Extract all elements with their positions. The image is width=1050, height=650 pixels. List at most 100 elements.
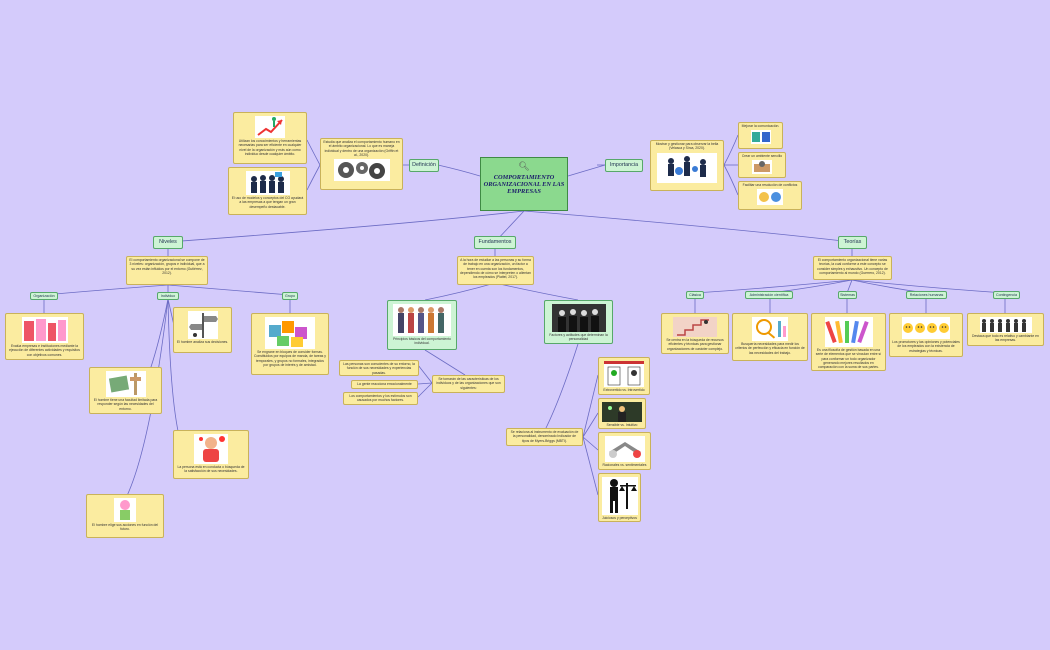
topic-teorias[interactable]: Teorías xyxy=(838,236,867,249)
definicion-note1-text: Utilizan los conocimientos y herramienta… xyxy=(238,139,302,156)
fundamentos-text: A la hora de estudiar a las personas y s… xyxy=(460,258,531,279)
principios-card[interactable]: Principios básicos del comportamiento in… xyxy=(387,300,457,350)
workplace-icon xyxy=(752,160,772,175)
topic-definicion[interactable]: Definición xyxy=(409,159,439,172)
teoria-contingencia-note[interactable]: Destaca que todo es relativo y cambiante… xyxy=(967,313,1044,346)
organizacion-text: Evalúa empresas e instituciones mediante… xyxy=(9,344,80,357)
magnifier-icon: 🔍︎ xyxy=(518,161,530,171)
fundamentos-note[interactable]: A la hora de estudiar a las personas y s… xyxy=(457,256,534,285)
teorias-text: El comportamiento organizacional tiene v… xyxy=(817,258,888,275)
definicion-note-2[interactable]: El uso de modelos y conceptos del CO ayu… xyxy=(228,167,307,215)
main-topic-title: COMPORTAMIENTO ORGANIZACIONAL EN LAS EMP… xyxy=(483,174,565,196)
factores-item-4[interactable]: Juiciosos y perceptivos xyxy=(598,473,641,522)
factores-card[interactable]: Factores y actitudes que determinan la p… xyxy=(544,300,613,344)
individuo-item-2[interactable]: El hombre tiene una facultad limitada pa… xyxy=(89,367,162,414)
definicion-note2-text: El uso de modelos y conceptos del CO ayu… xyxy=(231,196,304,209)
teoria-clasica-note[interactable]: Se centra en la búsqueda de recursos efi… xyxy=(661,313,729,354)
principios-note[interactable]: Se tomarán de las características de los… xyxy=(432,375,505,393)
individuo-item-1-text: El hombre analiza sus decisiones. xyxy=(176,340,229,344)
principios-text: Se tomarán de las características de los… xyxy=(436,377,501,390)
individuo-item-2-text: El hombre tiene una facultad limitada pa… xyxy=(93,398,158,411)
team-illustration xyxy=(245,171,290,195)
gears-illustration xyxy=(333,159,390,181)
factores-item-3-text: Racionales vs. sentimentales xyxy=(602,463,647,467)
definicion-note-1[interactable]: Utilizan los conocimientos y herramienta… xyxy=(233,112,307,164)
reason-emotion-illustration xyxy=(604,436,645,462)
factores-item-4-text: Juiciosos y perceptivos xyxy=(602,516,637,520)
teoria-clasica-text: Se centra en la búsqueda de recursos efi… xyxy=(666,338,724,351)
people-illustration xyxy=(393,304,451,336)
factores-item-1[interactable]: Extrovertido vs. Introvertido xyxy=(598,357,650,395)
factores-item-1-text: Extrovertido vs. Introvertido xyxy=(603,388,645,392)
individuo-item-4[interactable]: El hombre elige sus acciones en función … xyxy=(86,494,164,538)
importancia-item-2[interactable]: Crear un ambiente sencillo xyxy=(738,152,786,178)
topic-niveles[interactable]: Niveles xyxy=(153,236,183,249)
principios-item-2[interactable]: La gente reacciona emocionalmente xyxy=(351,380,418,389)
teoria-contingencia-text: Destaca que todo es relativo y cambiante… xyxy=(972,334,1039,343)
main-topic[interactable]: 🔍︎ COMPORTAMIENTO ORGANIZACIONAL EN LAS … xyxy=(480,157,568,211)
factores-caption: Factores y actitudes que determinan la p… xyxy=(549,333,608,342)
meeting-illustration xyxy=(657,152,717,183)
intuition-illustration xyxy=(602,402,642,422)
principios-item-3[interactable]: Los comportamientos y los estímulos son … xyxy=(343,392,418,405)
importancia-item-1[interactable]: Mejorar la comunicación. xyxy=(738,122,783,149)
decision-illustration xyxy=(105,371,146,397)
principios-caption: Principios básicos del comportamiento in… xyxy=(393,337,451,346)
stairs-illustration xyxy=(673,317,717,337)
judgement-scale-illustration xyxy=(601,477,638,515)
thinking-person-illustration xyxy=(194,434,228,464)
subtopic-organizacion[interactable]: Organización xyxy=(30,292,58,300)
factores-item-3[interactable]: Racionales vs. sentimentales xyxy=(598,432,651,470)
teoria-administracion-text: Busquería necesidades para medir los cri… xyxy=(735,342,805,355)
importancia-text: Mostrar y gestionar para observar la bel… xyxy=(655,142,719,151)
factores-item-2-text: Sensible vs. Intuitivo xyxy=(606,423,638,427)
grupo-note[interactable]: Se engrane en bloques de consider formas… xyxy=(251,313,329,375)
communication-icon xyxy=(750,130,771,145)
group-puzzle-illustration xyxy=(265,317,315,349)
importancia-item-1-text: Mejorar la comunicación. xyxy=(741,124,780,128)
importancia-item-3[interactable]: Facilitar una resolución de conflictos xyxy=(738,181,802,210)
principios-item-3-text: Los comportamientos y los estímulos son … xyxy=(349,394,412,403)
niveles-text: El comportamiento organizacional se comp… xyxy=(129,258,205,275)
teorias-note[interactable]: El comportamiento organizacional tiene v… xyxy=(813,256,892,280)
future-illustration xyxy=(114,498,136,522)
topic-importancia[interactable]: Importancia xyxy=(605,159,643,172)
subtopic-clasica[interactable]: Clásica xyxy=(686,291,704,299)
niveles-note[interactable]: El comportamiento organizacional se comp… xyxy=(126,256,208,285)
principios-item-1[interactable]: Las personas son conscientes de su entor… xyxy=(339,360,419,376)
individuo-item-3[interactable]: La persona está en conducta o búsqueda d… xyxy=(173,430,249,479)
organizacion-note[interactable]: Evalúa empresas e instituciones mediante… xyxy=(5,313,84,360)
topic-fundamentos[interactable]: Fundamentos xyxy=(474,236,516,249)
conflict-resolution-icon xyxy=(757,189,783,206)
subtopic-grupo[interactable]: Grupo xyxy=(282,292,298,300)
subtopic-administracion-cientifica[interactable]: Administración científica xyxy=(745,291,793,299)
growth-arrow-illustration xyxy=(255,116,285,138)
teoria-sistemas-note[interactable]: Es una filosofía de gestión basada en un… xyxy=(811,313,886,371)
individuo-item-3-text: La persona está en conducta o búsqueda d… xyxy=(177,465,245,474)
individuo-item-1[interactable]: El hombre analiza sus decisiones. xyxy=(173,307,232,353)
factores-item-2[interactable]: Sensible vs. Intuitivo xyxy=(598,398,646,429)
teoria-administracion-note[interactable]: Busquería necesidades para medir los cri… xyxy=(732,313,808,361)
subtopic-relaciones-humanas[interactable]: Relaciones humanas xyxy=(906,291,947,299)
crowd-illustration xyxy=(979,317,1032,333)
subtopic-contingencia[interactable]: Contingencia xyxy=(993,291,1020,299)
factores-text: Se relaciona al instrumento de evaluació… xyxy=(510,430,579,443)
individuo-item-4-text: El hombre elige sus acciones en función … xyxy=(91,523,159,532)
importancia-note[interactable]: Mostrar y gestionar para observar la bel… xyxy=(650,140,724,191)
science-analysis-illustration xyxy=(752,317,788,341)
subtopic-individuo[interactable]: Individuo xyxy=(157,292,179,300)
pencils-illustration xyxy=(824,317,873,347)
importancia-item-3-text: Facilitar una resolución de conflictos xyxy=(742,183,798,187)
definicion-note[interactable]: Estudia que analiza el comportamiento hu… xyxy=(320,138,403,190)
importancia-item-2-text: Crear un ambiente sencillo xyxy=(741,154,783,158)
organization-illustration xyxy=(21,317,68,343)
introvert-extrovert-illustration xyxy=(604,361,644,387)
subtopic-sistemas[interactable]: Sistemas xyxy=(838,291,857,299)
teoria-relaciones-note[interactable]: Los promotores y las opiniones y potenci… xyxy=(889,313,963,357)
teoria-sistemas-text: Es una filosofía de gestión basada en un… xyxy=(815,348,882,369)
principios-item-2-text: La gente reacciona emocionalmente xyxy=(357,382,412,386)
principios-item-1-text: Las personas son conscientes de su entor… xyxy=(343,362,415,375)
definicion-text: Estudia que analiza el comportamiento hu… xyxy=(323,140,400,157)
businessmen-illustration xyxy=(551,304,606,332)
factores-note[interactable]: Se relaciona al instrumento de evaluació… xyxy=(506,428,583,446)
